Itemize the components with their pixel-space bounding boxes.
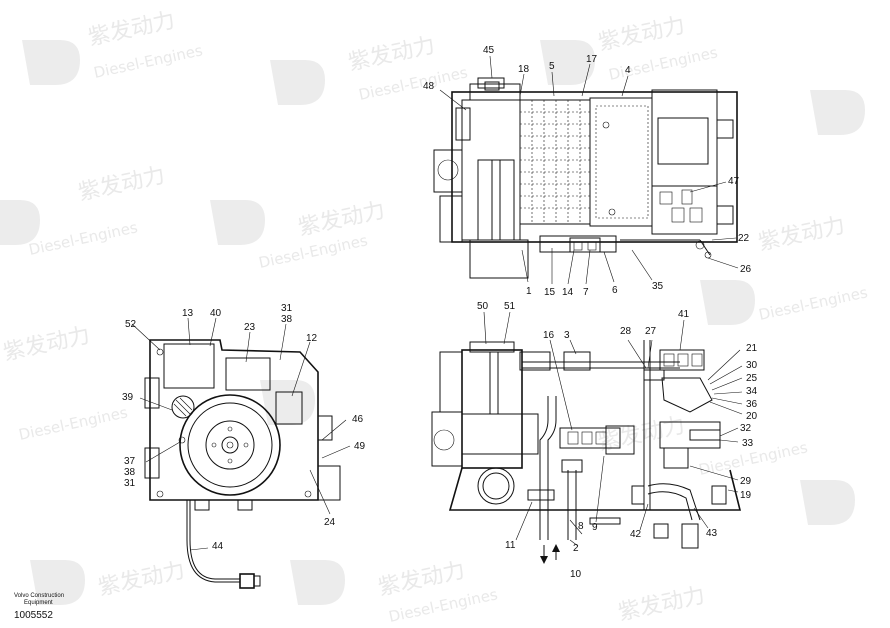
watermark-en: Diesel-Engines [92,41,204,82]
callout-22: 22 [738,233,750,244]
watermark-logo [0,40,865,605]
rear-view-callouts: 50 51 16 3 28 27 41 21 30 25 34 36 20 32… [477,301,758,580]
rear-view-drawing [431,340,742,564]
callout-52: 52 [125,319,137,330]
callout-51: 51 [504,301,516,312]
callout-50: 50 [477,301,489,312]
callout-36: 36 [746,399,758,410]
manufacturer-line1: Volvo Construction [14,593,64,599]
callout-29: 29 [740,476,752,487]
watermark-cn: 紫发动力 [616,583,707,626]
callout-49: 49 [354,441,366,452]
callout-9: 9 [592,522,598,533]
callout-3: 3 [564,330,570,341]
callout-35: 35 [652,281,664,292]
watermark-cn: 紫发动力 [1,323,92,366]
watermark-en: Diesel-Engines [27,218,139,259]
callout-43: 43 [706,528,718,539]
callout-12: 12 [306,333,318,344]
watermark-cn: 紫发动力 [756,213,847,256]
callout-2: 2 [573,543,579,554]
side-view-drawing [144,339,341,589]
watermark-cn: 紫发动力 [76,163,167,206]
callout-15: 15 [544,287,556,298]
watermark-cn: 紫发动力 [96,558,187,601]
callout-40: 40 [210,308,222,319]
callout-5: 5 [549,61,555,72]
callout-25: 25 [746,373,758,384]
callout-17: 17 [586,54,598,65]
callout-6: 6 [612,285,618,296]
callout-32: 32 [740,423,752,434]
callout-11: 11 [505,540,516,551]
watermark-cn: 紫发动力 [346,33,437,76]
callout-7: 7 [583,287,589,298]
callout-38: 38 [281,314,293,325]
callout-23: 23 [244,322,256,333]
top-view-callouts: 45 48 18 5 17 4 47 22 26 1 15 14 7 6 35 [423,45,752,298]
side-view-callouts: 52 13 40 23 31 38 12 39 46 49 37 38 31 2… [122,303,366,552]
footer: Volvo Construction Equipment 1005552 [14,593,64,621]
manufacturer-line2: Equipment [24,600,53,606]
leader-lines [131,55,743,551]
callout-1: 1 [526,286,532,297]
callout-13: 13 [182,308,194,319]
callout-39: 39 [122,392,134,403]
callout-10: 10 [570,569,582,580]
callout-8: 8 [578,521,584,532]
callout-46: 46 [352,414,364,425]
callout-27: 27 [645,326,657,337]
watermark-cn: 紫发动力 [86,8,177,51]
callout-4: 4 [625,65,631,76]
callout-21: 21 [746,343,758,354]
callout-42: 42 [630,529,642,540]
callout-14: 14 [562,287,574,298]
watermark-en: Diesel-Engines [17,403,129,444]
callout-31b: 31 [124,478,136,489]
callout-19: 19 [740,490,752,501]
callout-24: 24 [324,517,336,528]
callout-20: 20 [746,411,758,422]
callout-18: 18 [518,64,530,75]
watermark-en: Diesel-Engines [757,283,869,324]
watermark-cn: 紫发动力 [596,13,687,56]
watermark-cn: 紫发动力 [296,198,387,241]
callout-37: 37 [124,456,136,467]
document-number: 1005552 [14,610,53,621]
callout-47: 47 [728,176,740,187]
callout-16: 16 [543,330,555,341]
callout-45: 45 [483,45,495,56]
watermark-group: 紫发动力 Diesel-Engines 紫发动力 Diesel-Engines … [0,8,869,626]
callout-44: 44 [212,541,224,552]
callout-34: 34 [746,386,758,397]
callout-38b: 38 [124,467,136,478]
callout-48: 48 [423,81,435,92]
callout-31: 31 [281,303,293,314]
callout-26: 26 [740,264,752,275]
watermark-cn: 紫发动力 [596,413,687,456]
top-view-drawing [433,77,738,279]
callout-28: 28 [620,326,632,337]
callout-41: 41 [678,309,690,320]
callout-30: 30 [746,360,758,371]
callout-33: 33 [742,438,754,449]
